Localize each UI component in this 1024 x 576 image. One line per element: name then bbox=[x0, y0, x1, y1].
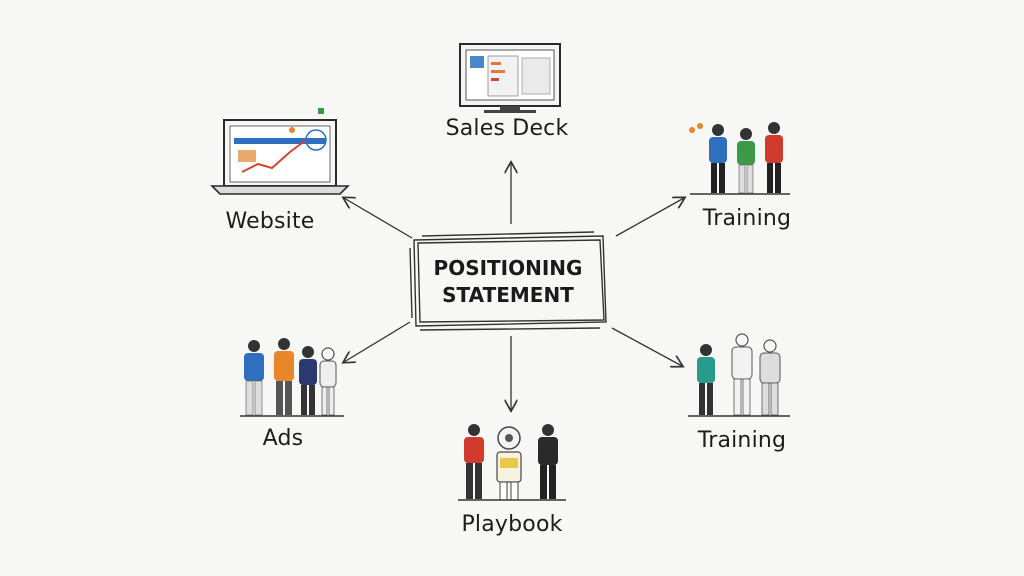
training-bottom-people bbox=[688, 333, 790, 417]
label-training-bottom: Training bbox=[697, 428, 787, 453]
arrow-to-ads bbox=[344, 321, 411, 362]
center-box bbox=[409, 231, 607, 331]
monitor-icon bbox=[459, 43, 561, 113]
center-line-2: STATEMENT bbox=[442, 283, 574, 307]
label-playbook: Playbook bbox=[461, 512, 563, 537]
training-top-people bbox=[689, 122, 790, 195]
connector-arrows bbox=[344, 163, 684, 410]
arrow-to-website bbox=[344, 198, 413, 239]
playbook-people bbox=[458, 424, 566, 501]
label-training-top: Training bbox=[702, 206, 792, 231]
center-line-1: POSITIONING bbox=[433, 256, 583, 280]
label-website: Website bbox=[225, 209, 315, 234]
laptop-icon bbox=[210, 108, 350, 195]
ads-people bbox=[240, 338, 344, 417]
arrow-to-training-bottom bbox=[611, 327, 682, 366]
center-node: POSITIONING STATEMENT bbox=[412, 242, 604, 322]
label-ads: Ads bbox=[262, 426, 304, 451]
label-sales-deck: Sales Deck bbox=[445, 116, 569, 141]
arrow-to-training-top bbox=[615, 198, 684, 237]
